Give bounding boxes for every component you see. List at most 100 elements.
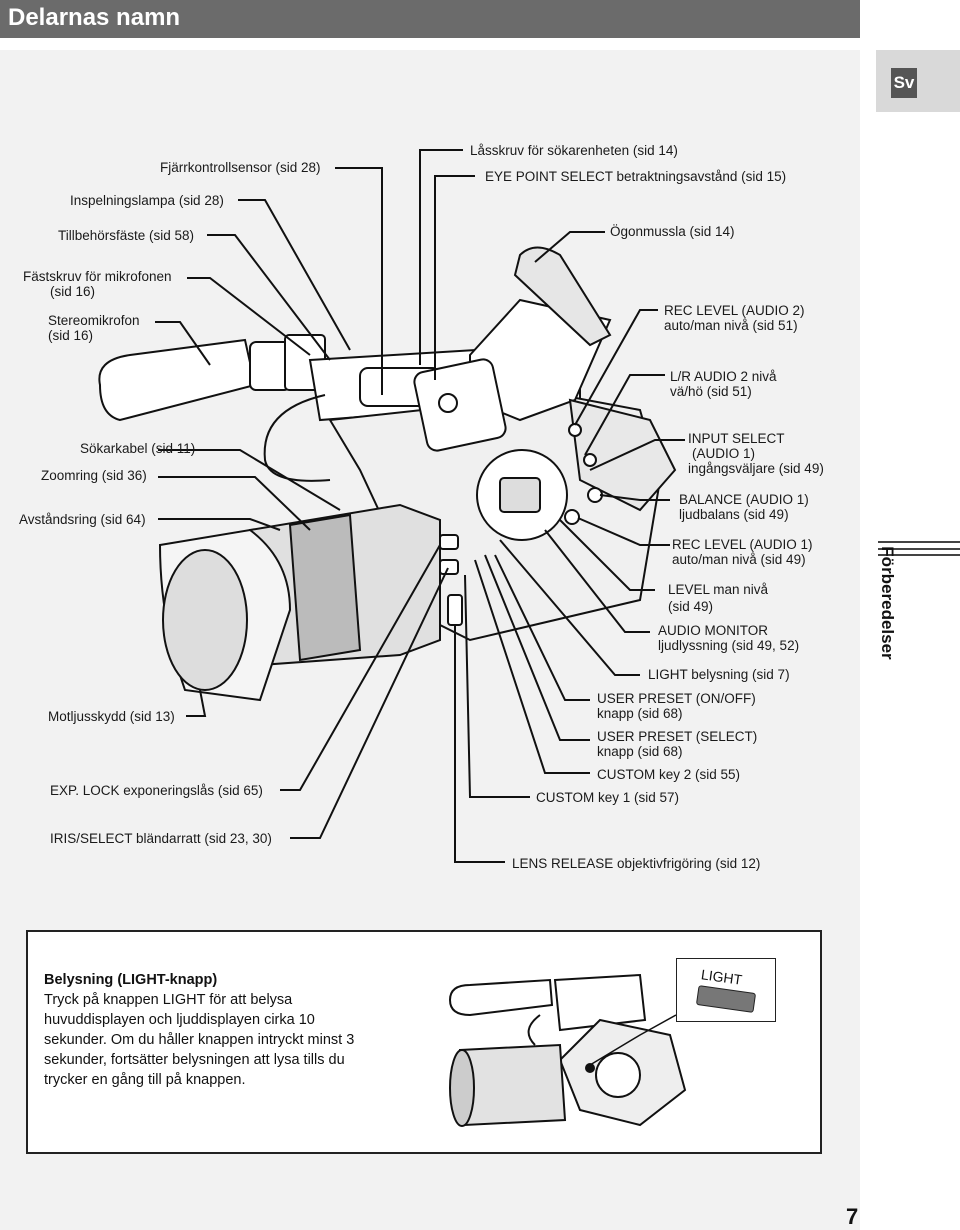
- viewfinder-cable: [263, 394, 331, 482]
- label-level-2: (sid 49): [668, 599, 714, 614]
- label-input-select-1: INPUT SELECT: [688, 431, 785, 446]
- line-balance: [599, 494, 670, 501]
- label-mic-screw-2: (sid 16): [50, 284, 96, 299]
- audio-switch-1: [568, 423, 582, 437]
- light-camera-illustration: [448, 973, 687, 1127]
- label-rec-level-a1-1: REC LEVEL (AUDIO 1): [672, 537, 813, 552]
- label-rec-level-a2-1: REC LEVEL (AUDIO 2): [664, 303, 805, 318]
- language-badge: Sv: [891, 68, 917, 98]
- label-balance-2: ljudbalans (sid 49): [679, 507, 789, 522]
- stereo-microphone: [98, 338, 257, 422]
- label-lr-audio-2: vä/hö (sid 51): [670, 384, 752, 399]
- label-custom-key-2: CUSTOM key 2 (sid 55): [597, 767, 741, 782]
- label-eye-point: EYE POINT SELECT betraktningsavstånd (si…: [485, 169, 787, 184]
- camera-illustration: [98, 246, 677, 702]
- label-stereo-mic-1: Stereomikrofon: [48, 313, 140, 328]
- label-vf-lock: Låsskruv för sökarenheten (sid 14): [470, 143, 678, 158]
- label-mic-screw-1: Fästskruv för mikrofonen: [23, 269, 172, 284]
- line-custom1: [464, 574, 530, 798]
- line-input-select: [589, 439, 685, 471]
- line-focus-ring: [158, 518, 281, 531]
- label-balance-1: BALANCE (AUDIO 1): [679, 492, 809, 507]
- callout-lines: [155, 149, 685, 863]
- line-lens-release: [454, 625, 505, 863]
- label-audio-monitor-1: AUDIO MONITOR: [658, 623, 769, 638]
- line-eye-point: [434, 175, 475, 380]
- label-user-select-1: USER PRESET (SELECT): [597, 729, 758, 744]
- line-custom2: [474, 559, 590, 774]
- label-custom-key-1: CUSTOM key 1 (sid 57): [536, 790, 680, 805]
- balance-knob: [587, 487, 603, 503]
- language-tab: [876, 50, 960, 112]
- small-lens: [458, 1043, 567, 1127]
- line-light: [499, 539, 640, 676]
- exp-lock-button: [439, 534, 459, 550]
- section-label: Förberedelser: [878, 546, 897, 660]
- line-accessory: [207, 234, 331, 361]
- label-user-onoff-1: USER PRESET (ON/OFF): [597, 691, 756, 706]
- line-lens-hood: [186, 689, 207, 717]
- label-vf-cable: Sökarkabel (sid 11): [80, 441, 196, 456]
- line-user-onoff: [494, 554, 590, 701]
- small-lens-mount: [595, 1052, 641, 1098]
- line-rec-lamp: [238, 199, 351, 351]
- section-rule: [878, 548, 960, 556]
- eyecup: [513, 246, 612, 347]
- line-user-select: [484, 554, 590, 741]
- label-user-select-2: knapp (sid 68): [597, 744, 683, 759]
- label-stereo-mic-2: (sid 16): [48, 328, 94, 343]
- line-stereo-mic: [155, 321, 211, 366]
- light-key-inset: LIGHT: [676, 958, 776, 1022]
- label-input-select-2: (AUDIO 1): [692, 446, 756, 461]
- level-knob: [564, 509, 580, 525]
- label-input-select-3: ingångsväljare (sid 49): [688, 461, 824, 476]
- small-handle: [553, 973, 647, 1032]
- label-light: LIGHT belysning (sid 7): [648, 667, 790, 682]
- label-rec-level-a2-2: auto/man nivå (sid 51): [664, 318, 798, 333]
- small-light-button: [585, 1063, 595, 1073]
- small-cable: [527, 1014, 541, 1046]
- line-zoom-ring: [158, 476, 311, 531]
- lens-mount-window: [499, 477, 541, 513]
- line-vf-cable: [158, 449, 341, 511]
- zoom-ring: [288, 513, 362, 662]
- label-lens-hood: Motljusskydd (sid 13): [48, 709, 175, 724]
- label-lens-release: LENS RELEASE objektivfrigöring (sid 12): [512, 856, 761, 871]
- small-mic: [448, 978, 554, 1017]
- light-key-label: LIGHT: [700, 966, 744, 988]
- line-vf-lock: [419, 149, 463, 365]
- label-eyecup: Ögonmussla (sid 14): [610, 224, 735, 239]
- label-lr-audio-1: L/R AUDIO 2 nivå: [670, 369, 777, 384]
- line-level: [559, 519, 655, 591]
- title-bar: Delarnas namn: [0, 0, 860, 38]
- line-mic-screw: [187, 277, 311, 356]
- line-exp-lock: [280, 544, 441, 791]
- label-rec-lamp: Inspelningslampa (sid 28): [70, 193, 224, 208]
- label-audio-monitor-2: ljudlyssning (sid 49, 52): [658, 638, 800, 653]
- label-user-onoff-2: knapp (sid 68): [597, 706, 683, 721]
- label-zoom-ring: Zoomring (sid 36): [41, 468, 147, 483]
- line-iris-select: [290, 567, 449, 839]
- line-audio-monitor: [544, 529, 650, 633]
- iris-dial: [439, 559, 459, 575]
- page-number: 7: [846, 1204, 859, 1229]
- lens-glass: [162, 549, 248, 691]
- page-title: Delarnas namn: [8, 4, 181, 31]
- line-lr-audio: [584, 374, 665, 456]
- light-leader-line: [589, 1014, 677, 1066]
- line-eyecup: [534, 231, 605, 263]
- label-remote-sensor: Fjärrkontrollsensor (sid 28): [160, 160, 321, 175]
- section-rule-top: [878, 541, 960, 544]
- light-button-icon: [695, 985, 757, 1013]
- info-body: Tryck på knappen LIGHT för att belysa hu…: [44, 992, 355, 1088]
- lens-release-button: [447, 594, 463, 626]
- audio-switch-2: [583, 453, 597, 467]
- viewfinder-base: [413, 358, 507, 452]
- line-remote-sensor: [335, 167, 383, 395]
- label-focus-ring: Avståndsring (sid 64): [19, 512, 146, 527]
- label-accessory-shoe: Tillbehörsfäste (sid 58): [58, 228, 195, 243]
- small-lens-hood: [449, 1049, 475, 1127]
- label-iris-select: IRIS/SELECT bländarratt (sid 23, 30): [50, 831, 272, 846]
- label-level-1: LEVEL man nivå: [668, 582, 769, 597]
- info-title: Belysning (LIGHT-knapp): [44, 972, 218, 988]
